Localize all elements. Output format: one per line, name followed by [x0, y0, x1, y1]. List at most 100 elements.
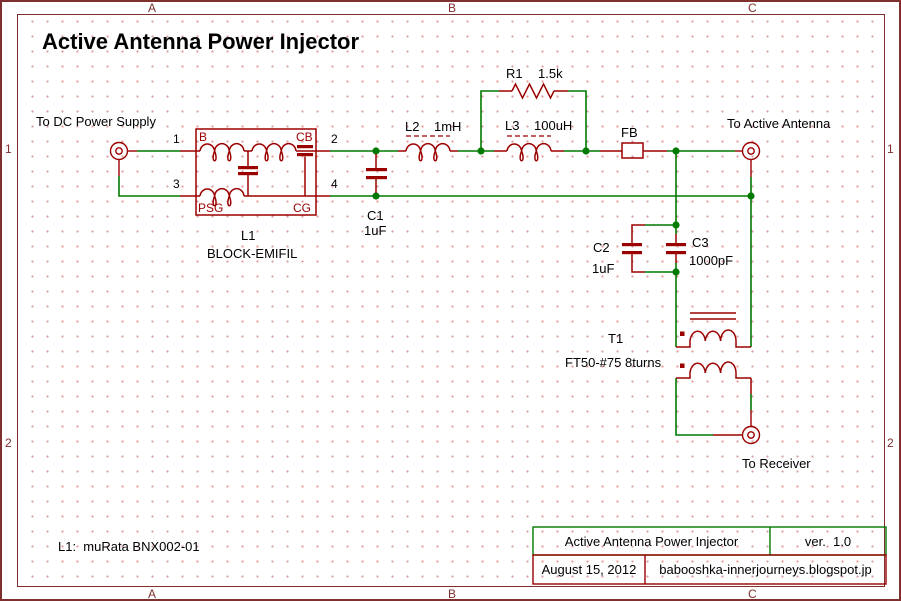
col-label-a-bottom: A: [148, 587, 157, 601]
l1-coil-bottom: [199, 187, 245, 207]
col-label-b-top: B: [448, 1, 457, 15]
wire-t1-to-receiver: [675, 378, 713, 436]
connector-inner-ring: [115, 147, 123, 155]
net-label-antenna: To Active Antenna: [727, 116, 831, 131]
l2-value: 1mH: [434, 119, 462, 134]
l1-capacitor-plates: [238, 145, 313, 176]
wire-dc-to-pin3: [118, 176, 180, 197]
cap-plate: [622, 251, 642, 255]
cap-plate: [238, 172, 258, 176]
junction-c2c3-top: [672, 221, 680, 229]
l1-port-psg: PSG: [198, 201, 224, 215]
l1-value: BLOCK-EMIFIL: [207, 246, 298, 261]
t1-value: FT50-#75 8turns: [565, 355, 662, 370]
row-label-2-left: 2: [5, 436, 12, 450]
row-label-2-right: 2: [887, 436, 894, 450]
sheet-heading: Active Antenna Power Injector: [42, 29, 360, 54]
l1-pin-number-2: 2: [331, 132, 338, 146]
connector-antenna: [735, 141, 761, 177]
r1-value: 1.5k: [538, 66, 563, 81]
col-label-a-top: A: [148, 1, 157, 15]
cap-plate: [622, 243, 642, 247]
t1-polarity-dot: [680, 363, 685, 368]
bom-note: L1: muRata BNX002-01: [58, 539, 200, 554]
title-block-site: babooshka-innerjourneys.blogspot.jp: [659, 562, 872, 577]
title-block-row2: [532, 554, 887, 585]
c3-ref: C3: [692, 235, 709, 250]
t1-polarity-dot: [680, 331, 685, 336]
component-r1: [499, 82, 568, 100]
l1-pin-number-3: 3: [173, 177, 180, 191]
t1-secondary-left-lead: [676, 373, 691, 379]
cap-plate: [366, 176, 387, 180]
component-fb: [600, 142, 667, 159]
junction-dots: [372, 147, 755, 276]
component-t1: [676, 312, 752, 394]
connector-inner-ring: [747, 431, 755, 439]
junction-c1-bottom: [372, 192, 380, 200]
l1-coil-top-1: [199, 142, 245, 162]
l1-ref: L1: [241, 228, 256, 243]
connector-receiver: [713, 410, 761, 445]
t1-primary-right-lead: [735, 341, 751, 348]
title-block-version: ver. 1.0: [804, 533, 852, 549]
l2-ref: L2: [405, 119, 420, 134]
l1-port-cb: CB: [296, 130, 313, 144]
l1-port-cg: CG: [293, 201, 311, 215]
junction-c1-top: [372, 147, 380, 155]
l2-coil: [405, 142, 451, 162]
connector-inner-ring: [747, 147, 755, 155]
connector-outer-ring: [109, 141, 129, 161]
cap-plate: [297, 153, 313, 157]
l1-pin-number-1: 1: [173, 132, 180, 146]
row-label-1-right: 1: [887, 142, 894, 156]
component-l2: [398, 135, 458, 162]
junction-return-line: [747, 192, 755, 200]
cap-plate: [666, 243, 686, 247]
fb-body: [621, 142, 644, 159]
l3-ref: L3: [505, 118, 520, 133]
c3-value: 1000pF: [689, 253, 734, 268]
l1-pin-number-4: 4: [331, 177, 338, 191]
t1-secondary-right-lead: [735, 373, 751, 379]
col-label-b-bottom: B: [448, 587, 457, 601]
t1-ref: T1: [608, 331, 624, 346]
l1-port-b: B: [199, 130, 208, 144]
l3-coil: [506, 142, 552, 162]
cap-plate: [297, 145, 313, 149]
component-c2: [622, 224, 645, 273]
cap-plate: [238, 166, 258, 170]
grid-dots: [19, 16, 882, 584]
component-c1: [366, 154, 387, 193]
l1-coil-top-2: [251, 142, 297, 162]
cap-plate: [366, 168, 387, 172]
wire-r1-right-riser: [568, 90, 587, 151]
c2-lead: [631, 224, 645, 243]
title-block-title: Active Antenna Power Injector: [564, 533, 739, 549]
connector-outer-ring: [741, 141, 761, 161]
c1-ref: C1: [367, 208, 384, 223]
l3-value: 100uH: [534, 118, 573, 133]
connector-dc-power: [109, 141, 137, 176]
junction-r1-left: [477, 147, 485, 155]
junction-r1-right: [582, 147, 590, 155]
component-l3: [494, 135, 564, 162]
c2-lead: [631, 254, 645, 273]
c2-value: 1uF: [592, 261, 615, 276]
r1-zigzag: [511, 82, 555, 100]
r1-ref: R1: [506, 66, 523, 81]
component-c3: [666, 234, 686, 263]
title-block-frame: [532, 526, 887, 585]
cap-plate: [666, 251, 686, 255]
wires: [118, 90, 752, 436]
col-label-c-bottom: C: [748, 587, 757, 601]
t1-primary-winding: [689, 329, 737, 342]
c1-value: 1uF: [364, 223, 387, 238]
sheet-inner-border: [17, 14, 885, 587]
l1-body: [195, 128, 317, 216]
title-block-date: August 15, 2012: [541, 562, 637, 577]
wire-r1-left-riser: [480, 90, 499, 151]
